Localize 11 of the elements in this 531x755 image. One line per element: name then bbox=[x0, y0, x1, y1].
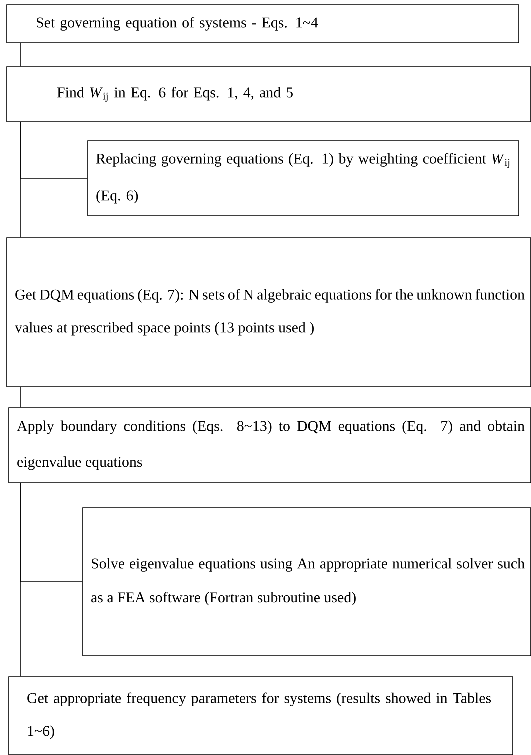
connector-line bbox=[20, 387, 21, 408]
connector-line bbox=[20, 122, 21, 238]
process-box: Set governing equation of systems - Eqs. 1~4 bbox=[6, 4, 520, 44]
process-box: Get appropriate frequency parameters for systems (results showed in Tables 1~6) bbox=[8, 676, 514, 755]
process-box: Get DQM equations (Eq. 7): N sets of N algebraic equations for the unknown function values at prescribed space points (13 points used ) bbox=[6, 238, 531, 388]
connector-line bbox=[20, 483, 21, 677]
connector-line bbox=[20, 43, 21, 67]
process-box: Find W$_{ij}$ in Eq. 6 for Eqs. 1, 4, and 5 bbox=[6, 66, 531, 122]
process-box: Apply boundary conditions (Eqs. 8~13) to DQM equations (Eq. 7) and obtain eigenvalue equations bbox=[8, 408, 531, 484]
process-box: Solve eigenvalue equations using An appropriate numerical solver such as a FEA software (Fortran subroutine used) bbox=[82, 508, 531, 656]
process-box: Replacing governing equations (Eq. 1) by weighting coefficient W$_{ij}$ (Eq. 6) bbox=[88, 140, 520, 216]
